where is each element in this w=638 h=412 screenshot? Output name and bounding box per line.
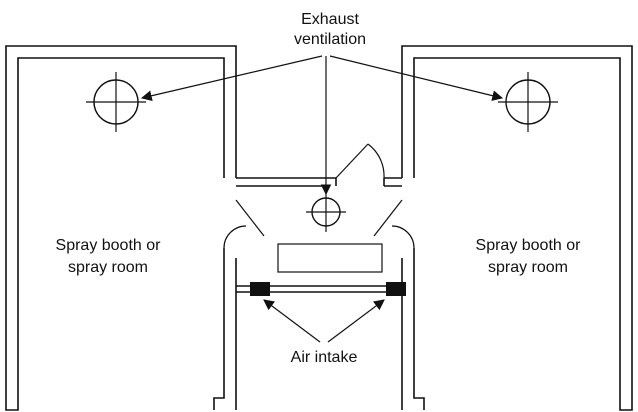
right-booth-door-arc — [391, 225, 415, 249]
center-door-leaf — [335, 143, 369, 179]
air-intake-label: Air intake — [291, 349, 358, 366]
right-booth-foot-cap — [619, 398, 633, 411]
air-intake-filter-right-icon — [386, 282, 406, 296]
left-booth-inner-wall — [17, 57, 225, 410]
exhaust-fan-center — [306, 194, 346, 232]
right-booth-label-line2: spray room — [488, 259, 568, 276]
left-booth-foot-cap — [5, 398, 19, 411]
left-booth — [5, 45, 265, 411]
left-booth-label-line2: spray room — [68, 259, 148, 276]
left-booth-door-leaf — [235, 199, 265, 237]
exhaust-label-line2: ventilation — [294, 31, 366, 48]
exhaust-arrows — [140, 55, 504, 196]
right-booth — [373, 45, 633, 411]
exhaust-fan-right — [498, 72, 558, 132]
exhaust-arrow-right — [329, 55, 504, 101]
exhaust-label-line1: Exhaust — [301, 11, 359, 28]
right-booth-label-line1: Spray booth or — [476, 237, 582, 254]
left-booth-label-line1: Spray booth or — [56, 237, 162, 254]
center-top-wall-right — [383, 177, 402, 187]
right-booth-inner-wall — [413, 57, 621, 410]
intake-arrows — [263, 299, 385, 343]
exhaust-arrow-left — [140, 55, 323, 102]
center-door-arc — [367, 143, 385, 179]
intake-arrow-right — [327, 299, 385, 343]
intake-arrow-left — [263, 299, 321, 343]
center-top-wall-left — [236, 177, 336, 187]
exhaust-fan-left — [86, 72, 146, 132]
left-booth-door-arc — [223, 225, 247, 249]
center-workbench — [277, 243, 383, 273]
air-intake-filter-left-icon — [250, 282, 270, 296]
right-booth-door-leaf — [373, 199, 403, 237]
left-booth-outer-wall — [5, 45, 237, 410]
